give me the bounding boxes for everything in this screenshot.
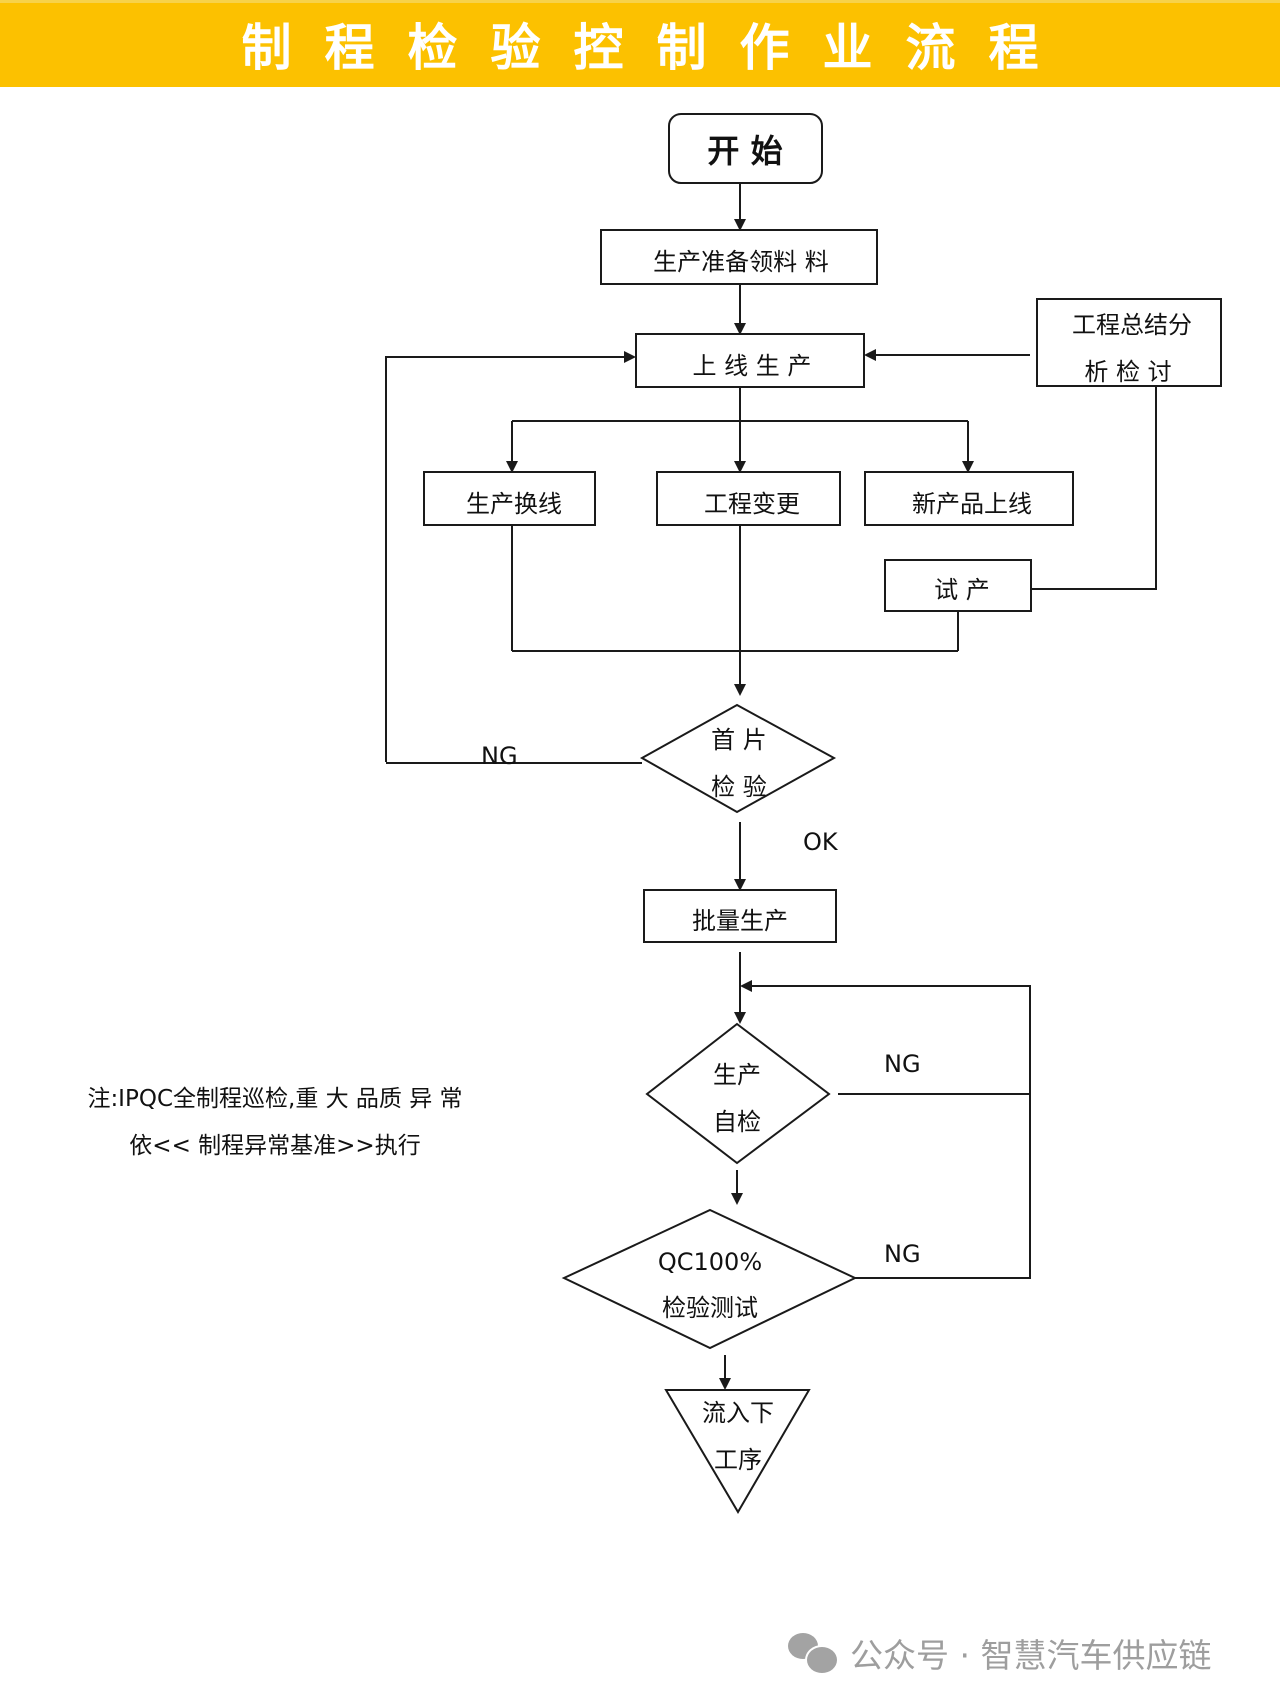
note-line2: 依<< 制程异常基准>>执行 bbox=[129, 1133, 421, 1159]
node-prepare: 生产准备领料 料 bbox=[600, 229, 878, 285]
node-engineering-change-label: 工程变更 bbox=[704, 490, 800, 518]
node-prepare-label: 生产准备领料 料 bbox=[653, 248, 829, 276]
header-banner bbox=[0, 0, 1280, 87]
node-next-process-line2: 工序 bbox=[714, 1446, 762, 1474]
node-review-line2: 析 检 讨 bbox=[1084, 358, 1171, 386]
process-note: 注:IPQC全制程巡检,重 大 品质 异 常 依<< 制程异常基准>>执行 bbox=[40, 1076, 510, 1170]
node-trial-production: 试 产 bbox=[884, 559, 1032, 612]
node-mass-production: 批量生产 bbox=[643, 889, 837, 943]
node-review: 工程总结分 析 检 讨 bbox=[1036, 298, 1222, 387]
node-new-product: 新产品上线 bbox=[864, 471, 1074, 526]
label-ng-qc: NG bbox=[884, 1240, 921, 1268]
node-online-production-label: 上 线 生 产 bbox=[693, 352, 812, 380]
node-line-change-label: 生产换线 bbox=[466, 490, 562, 518]
connector-trial-to-review bbox=[1031, 386, 1157, 590]
node-online-production: 上 线 生 产 bbox=[635, 333, 865, 388]
node-first-article-line2: 检 验 bbox=[711, 773, 767, 801]
watermark-text: 公众号 · 智慧汽车供应链 bbox=[850, 1636, 1212, 1675]
page-title: 制程检验控制作业流程 bbox=[241, 18, 1072, 77]
node-self-check-line1: 生产 bbox=[713, 1061, 761, 1089]
node-first-article-line1: 首 片 bbox=[711, 726, 767, 754]
node-new-product-label: 新产品上线 bbox=[912, 490, 1032, 518]
node-next-process: 流入下 工序 bbox=[664, 1389, 811, 1514]
node-self-check-line2: 自检 bbox=[713, 1108, 761, 1136]
node-first-article-inspection: 首 片 检 验 bbox=[639, 703, 837, 814]
node-trial-production-label: 试 产 bbox=[934, 576, 990, 604]
label-ng-first-article: NG bbox=[481, 742, 518, 770]
connectors bbox=[385, 183, 1157, 1390]
connector-ng-feedback bbox=[740, 980, 1031, 1279]
node-qc-line2: 检验测试 bbox=[662, 1294, 758, 1322]
node-qc-line1: QC100% bbox=[658, 1248, 762, 1276]
node-qc-inspection: QC100% 检验测试 bbox=[561, 1208, 858, 1350]
watermark: 公众号 · 智慧汽车供应链 bbox=[788, 1630, 1211, 1676]
node-engineering-change: 工程变更 bbox=[656, 471, 841, 526]
label-ok-first-article: OK bbox=[803, 828, 839, 856]
node-mass-production-label: 批量生产 bbox=[692, 907, 788, 935]
connector-ng-loop-to-online bbox=[385, 351, 636, 762]
wechat-icon bbox=[788, 1631, 839, 1675]
label-ng-self-check: NG bbox=[884, 1050, 921, 1078]
node-review-line1: 工程总结分 bbox=[1072, 311, 1192, 339]
node-next-process-line1: 流入下 bbox=[702, 1399, 774, 1427]
node-start: 开 始 bbox=[668, 113, 823, 184]
node-line-change: 生产换线 bbox=[423, 471, 596, 526]
node-start-label: 开 始 bbox=[707, 132, 782, 170]
note-line1: 注:IPQC全制程巡检,重 大 品质 异 常 bbox=[87, 1086, 463, 1112]
node-self-check: 生产 自检 bbox=[645, 1022, 831, 1165]
